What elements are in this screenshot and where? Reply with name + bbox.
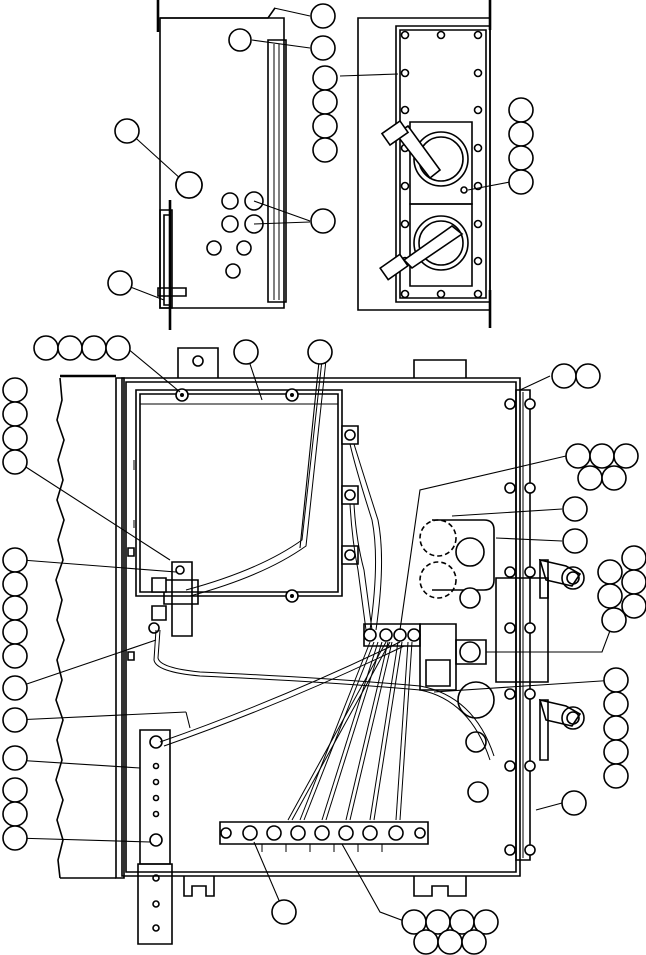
callout-bubble [3,708,27,732]
callout-bubble [614,444,638,468]
grommet-cluster [420,520,494,802]
callout-bubble [313,138,337,162]
callout-bubble [566,444,590,468]
callout-bubble [3,596,27,620]
callout-bubble [509,98,533,122]
callout-bubble [474,910,498,934]
callout-bubble [34,336,58,360]
callout-bubble [3,450,27,474]
callout-bubble [311,4,335,28]
callout-bubble [82,336,106,360]
callout-bubble [313,114,337,138]
callout-bubble [552,364,576,388]
electrical-box [136,389,358,602]
callout-bubble [576,364,600,388]
callout-bubble [622,546,646,570]
callout-bubble [3,572,27,596]
callout-bubble [3,378,27,402]
callout-bubble [3,676,27,700]
callout-bubbles [3,4,646,954]
callout-bubble [106,336,130,360]
callout-bubble [3,802,27,826]
callout-bubble [602,466,626,490]
callout-bubble [234,340,258,364]
callout-bubble [563,497,587,521]
callout-bubble [438,930,462,954]
wiring [154,360,494,820]
callout-bubble [3,426,27,450]
callout-bubble [3,620,27,644]
callout-bubble [562,791,586,815]
callout-bubble [58,336,82,360]
callout-bubble [313,90,337,114]
rail-bolts [505,399,535,855]
callout-bubble [604,716,628,740]
callout-bubble [3,402,27,426]
cover-plate-view [358,0,490,328]
callout-bubble [3,644,27,668]
callout-bubble [509,146,533,170]
callout-bubble [3,778,27,802]
callout-bubble [602,608,626,632]
relay-block [149,562,198,636]
callout-bubble [308,340,332,364]
callout-bubble [604,764,628,788]
ground-bar-vertical [138,712,190,944]
callout-bubble [604,668,628,692]
callout-bubble [313,66,337,90]
lower-switch-handle [380,204,472,286]
panel-interior-view [56,348,584,944]
callout-bubble [311,209,335,233]
bus-bar-horizontal [220,822,428,852]
callout-bubble [598,584,622,608]
callout-bubble [604,740,628,764]
callout-bubble [311,36,335,60]
callout-bubble [3,548,27,572]
callout-bubble [176,172,202,198]
callout-bubble [563,529,587,553]
callout-bubble [462,930,486,954]
callout-bubble [622,594,646,618]
callout-bubble [598,560,622,584]
callout-bubble [115,119,139,143]
callout-bubble [229,29,251,51]
leader-lines [15,8,616,924]
callout-bubble [509,122,533,146]
callout-bubble [509,170,533,194]
callout-bubble [622,570,646,594]
callout-bubble [272,900,296,924]
callout-bubble [108,271,132,295]
callout-bubble [414,930,438,954]
side-view [158,0,286,330]
callout-bubble [3,826,27,850]
callout-bubble [604,692,628,716]
callout-bubble [578,466,602,490]
callout-bubble [590,444,614,468]
upper-switch-handle [382,121,472,204]
callout-bubble [3,746,27,770]
cover-bolts [402,32,482,298]
